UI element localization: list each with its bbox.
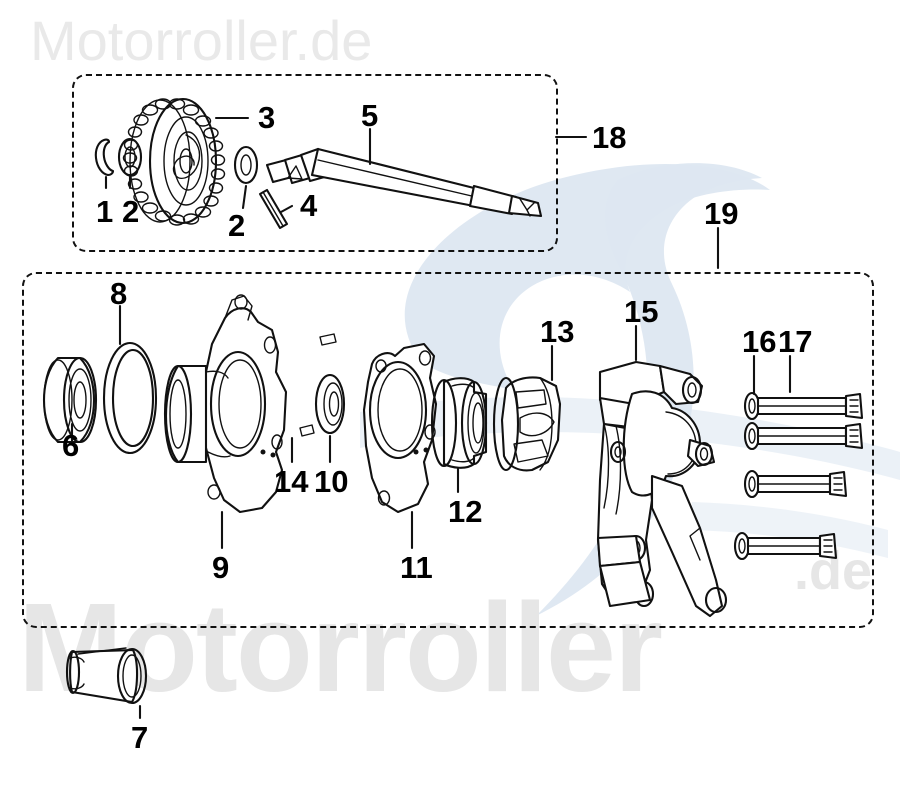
callout-2b[interactable]: 2 <box>228 208 246 243</box>
callout-10[interactable]: 10 <box>314 464 349 499</box>
callout-19[interactable]: 19 <box>704 196 739 231</box>
callout-13[interactable]: 13 <box>540 314 575 349</box>
part-5-pump-shaft <box>267 149 541 216</box>
callout-11[interactable]: 11 <box>400 550 433 585</box>
group-box-19 <box>22 272 874 628</box>
part-8-o-ring <box>104 343 156 453</box>
callout-2a[interactable]: 2 <box>122 194 140 229</box>
watermark-top-text: Motorroller.de <box>30 9 373 72</box>
callout-9[interactable]: 9 <box>212 550 230 585</box>
part-15-pump-cover-housing <box>598 362 726 616</box>
callout-15[interactable]: 15 <box>624 294 659 329</box>
callout-7[interactable]: 7 <box>131 720 149 755</box>
part-12-mechanical-seal <box>432 378 486 468</box>
callout-4[interactable]: 4 <box>300 188 318 223</box>
part-2b-washer <box>235 147 257 183</box>
part-3-drive-gear <box>124 99 225 225</box>
part-4-dowel-pin <box>260 190 287 228</box>
part-1-circlip <box>96 140 113 175</box>
callout-3[interactable]: 3 <box>258 100 276 135</box>
part-13-impeller <box>494 377 560 470</box>
part-14-dowel-pin <box>300 334 336 436</box>
part-9-pump-housing <box>165 295 286 512</box>
callout-18[interactable]: 18 <box>592 120 627 155</box>
callout-8[interactable]: 8 <box>110 276 128 311</box>
callout-5[interactable]: 5 <box>361 98 379 133</box>
callout-12[interactable]: 12 <box>448 494 483 529</box>
part-10-oil-seal <box>316 375 344 433</box>
callout-17[interactable]: 17 <box>778 324 813 359</box>
callout-14[interactable]: 14 <box>274 464 309 499</box>
leader-lines <box>72 118 790 718</box>
part-16-17-washers-bolts <box>735 393 862 559</box>
callout-1[interactable]: 1 <box>96 194 114 229</box>
part-7-oil-filter-cartridge <box>67 648 146 703</box>
callout-16[interactable]: 16 <box>742 324 777 359</box>
callout-6[interactable]: 6 <box>62 428 80 463</box>
group-box-18 <box>72 74 558 252</box>
part-6-ball-bearing <box>44 358 96 442</box>
part-11-gasket-plate <box>364 344 436 512</box>
